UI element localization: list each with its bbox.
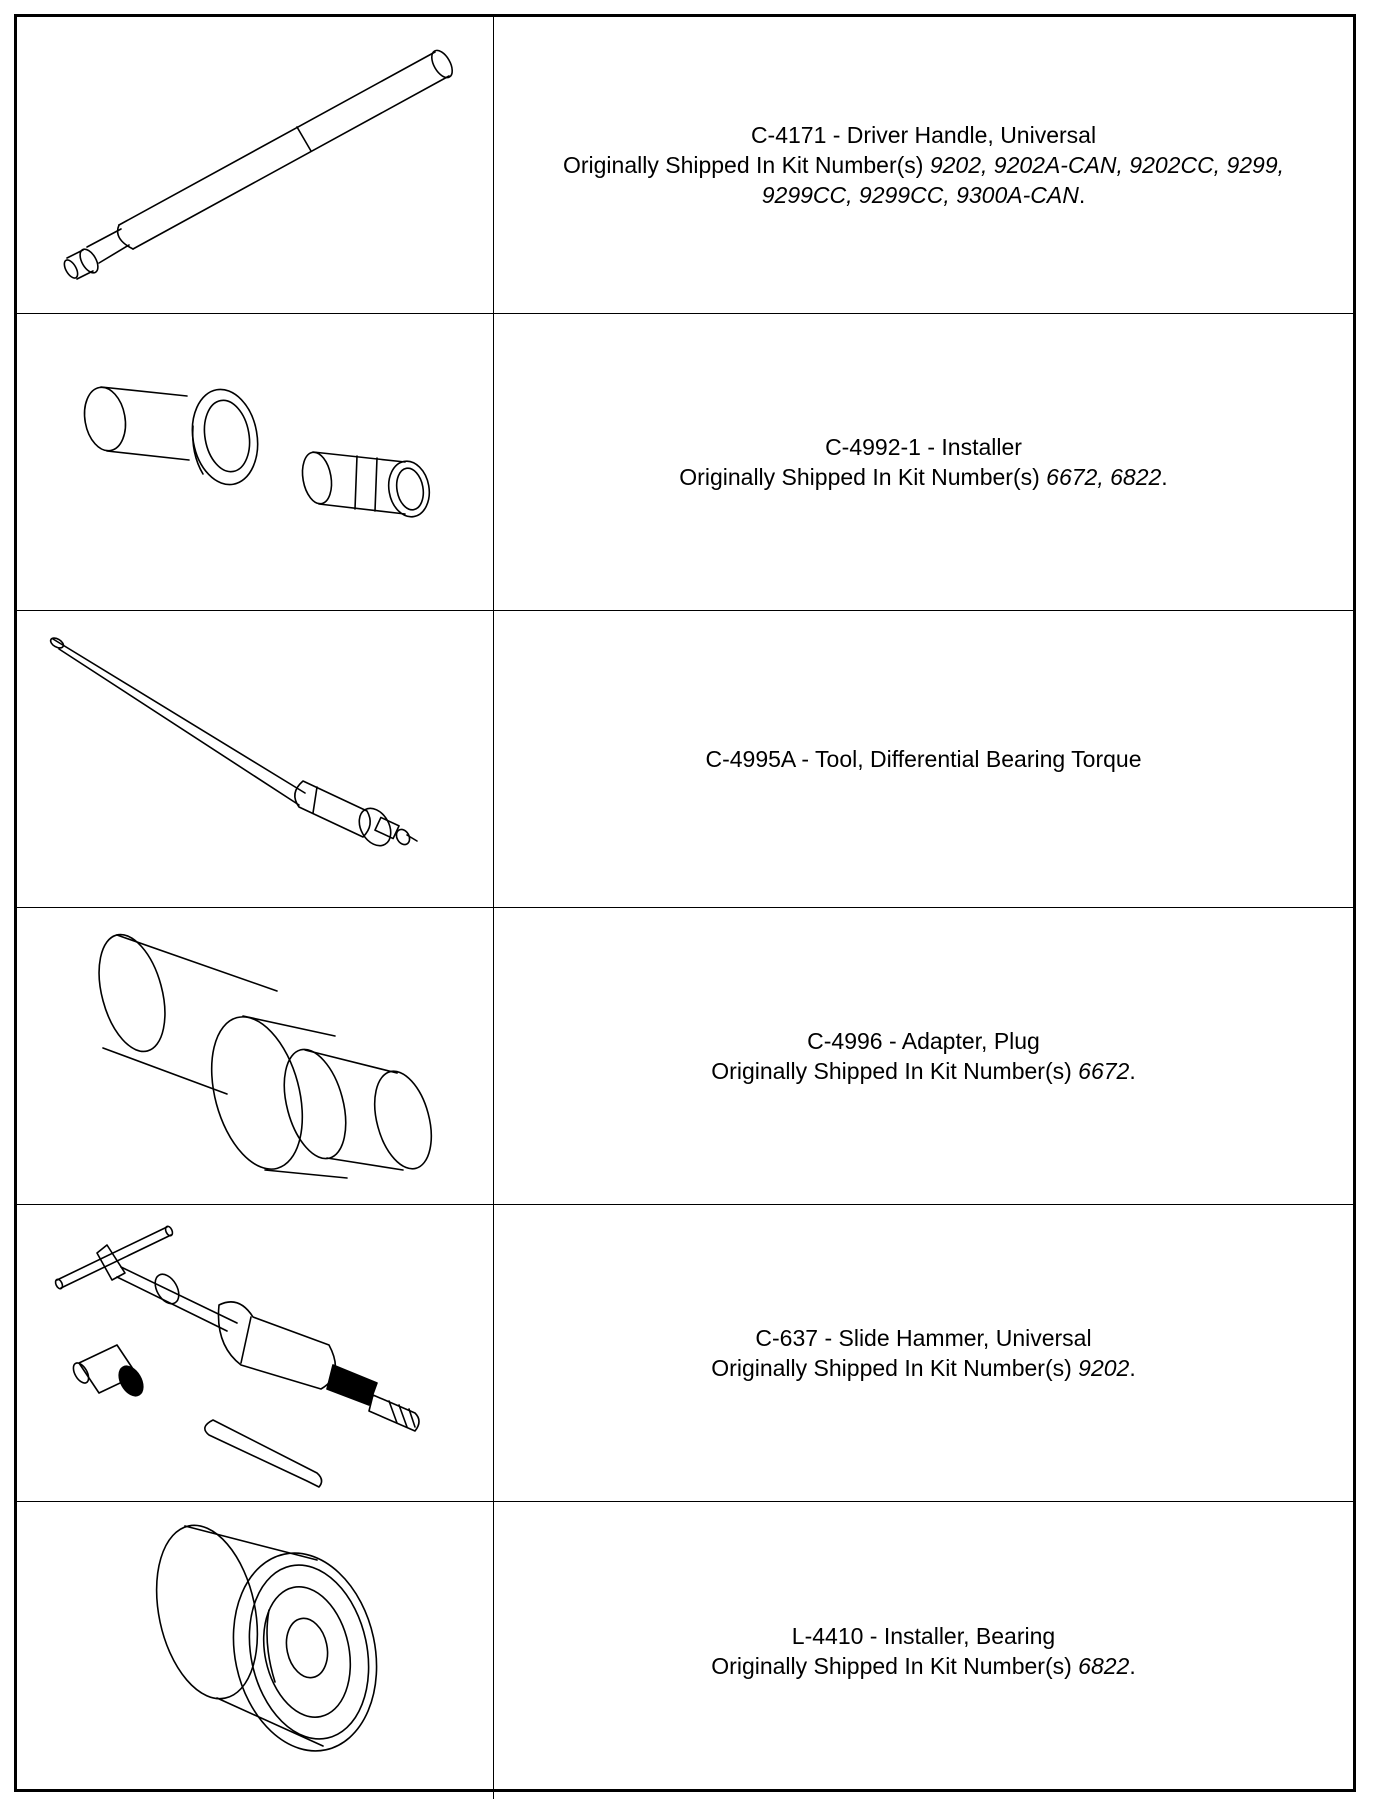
kit-suffix: . bbox=[1129, 1058, 1136, 1084]
kit-numbers: 9299CC, 9299CC, 9300A-CAN bbox=[761, 182, 1079, 208]
tool-description: C-637 - Slide Hammer, Universal Original… bbox=[494, 1205, 1353, 1501]
kit-line: Originally Shipped In Kit Number(s) 9202… bbox=[711, 1353, 1135, 1383]
tool-image-cell bbox=[17, 17, 494, 313]
kit-numbers: 6672, 6822 bbox=[1046, 464, 1162, 490]
kit-line-2: 9299CC, 9299CC, 9300A-CAN. bbox=[762, 180, 1085, 210]
tool-description: C-4992-1 - Installer Originally Shipped … bbox=[494, 314, 1353, 610]
kit-suffix: . bbox=[1161, 464, 1168, 490]
bearing-installer-icon bbox=[155, 1524, 378, 1752]
installer-icon bbox=[83, 386, 431, 518]
kit-numbers: 9202, 9202A-CAN, 9202CC, 9299, bbox=[929, 152, 1285, 178]
tool-title: C-4171 - Driver Handle, Universal bbox=[750, 122, 1097, 148]
tool-row: C-637 - Slide Hammer, Universal Original… bbox=[17, 1205, 1353, 1502]
adapter-plug-icon bbox=[98, 933, 433, 1179]
kit-line: Originally Shipped In Kit Number(s) 6672… bbox=[711, 1056, 1135, 1086]
tool-image-cell bbox=[17, 1502, 494, 1799]
kit-prefix: Originally Shipped In Kit Number(s) bbox=[711, 1355, 1072, 1381]
tool-image-cell bbox=[17, 314, 494, 610]
kit-line: Originally Shipped In Kit Number(s) 6672… bbox=[679, 462, 1167, 492]
bearing-torque-tool-icon bbox=[49, 637, 418, 847]
kit-prefix: Originally Shipped In Kit Number(s) bbox=[562, 152, 924, 178]
tool-image-cell bbox=[17, 1205, 494, 1501]
tool-image-cell bbox=[17, 908, 494, 1204]
tool-image-cell bbox=[17, 611, 494, 907]
kit-numbers: 6672 bbox=[1078, 1058, 1130, 1084]
tool-title: C-4992-1 - Installer bbox=[825, 434, 1022, 460]
kit-prefix: Originally Shipped In Kit Number(s) bbox=[679, 464, 1040, 490]
tool-title: L-4410 - Installer, Bearing bbox=[791, 1622, 1056, 1649]
tool-title: C-637 - Slide Hammer, Universal bbox=[755, 1325, 1092, 1351]
tool-description: C-4995A - Tool, Differential Bearing Tor… bbox=[494, 611, 1353, 907]
tool-row: C-4992-1 - Installer Originally Shipped … bbox=[17, 314, 1353, 611]
tool-row: L-4410 - Installer, Bearing Originally S… bbox=[17, 1502, 1353, 1799]
kit-suffix: . bbox=[1129, 1355, 1136, 1381]
tool-description: C-4996 - Adapter, Plug Originally Shippe… bbox=[494, 908, 1353, 1204]
tool-row: C-4995A - Tool, Differential Bearing Tor… bbox=[17, 611, 1353, 908]
kit-suffix: . bbox=[1129, 1652, 1136, 1679]
tool-title: C-4995A - Tool, Differential Bearing Tor… bbox=[705, 746, 1142, 772]
driver-handle-icon bbox=[63, 49, 454, 280]
kit-suffix: . bbox=[1078, 182, 1086, 208]
tool-row: C-4996 - Adapter, Plug Originally Shippe… bbox=[17, 908, 1353, 1205]
kit-numbers: 6822 bbox=[1078, 1652, 1130, 1679]
tool-row: C-4171 - Driver Handle, Universal Origin… bbox=[17, 17, 1353, 314]
kit-numbers: 9202 bbox=[1078, 1355, 1130, 1381]
tool-table: C-4171 - Driver Handle, Universal Origin… bbox=[14, 14, 1356, 1799]
tool-description: L-4410 - Installer, Bearing Originally S… bbox=[494, 1502, 1353, 1799]
kit-prefix: Originally Shipped In Kit Number(s) bbox=[711, 1652, 1072, 1679]
tool-title: C-4996 - Adapter, Plug bbox=[807, 1028, 1040, 1054]
kit-prefix: Originally Shipped In Kit Number(s) bbox=[711, 1058, 1072, 1084]
slide-hammer-icon bbox=[54, 1225, 420, 1488]
kit-line: Originally Shipped In Kit Number(s) 6822… bbox=[711, 1651, 1135, 1681]
tool-description: C-4171 - Driver Handle, Universal Origin… bbox=[494, 17, 1353, 313]
kit-line: Originally Shipped In Kit Number(s) 9202… bbox=[563, 150, 1284, 180]
